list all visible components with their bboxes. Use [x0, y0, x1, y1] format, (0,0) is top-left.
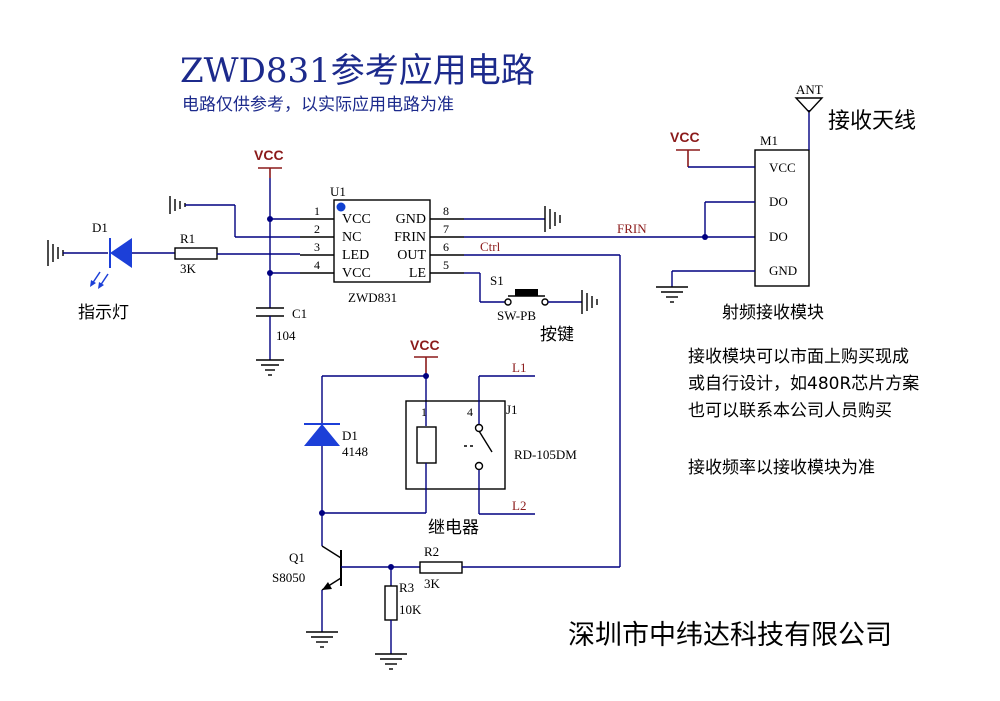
- transistor-q1: Q1 S8050: [272, 545, 420, 648]
- note-line-4: 接收频率以接收模块为准: [688, 458, 875, 478]
- pin-name-4: VCC: [342, 266, 371, 281]
- module-vcc-label: VCC: [670, 129, 700, 145]
- r1-value: 3K: [180, 261, 197, 276]
- pin-num-4: 4: [314, 258, 320, 272]
- c1-value: 104: [276, 328, 296, 343]
- frin-net-label: FRIN: [617, 221, 647, 236]
- pin-num-6: 6: [443, 240, 449, 254]
- module-pin-do2: DO: [769, 229, 788, 244]
- relay-l2: L2: [512, 498, 526, 513]
- pin-name-2: NC: [342, 230, 361, 245]
- relay-pin-4: 4: [467, 405, 473, 419]
- r3-value: 10K: [399, 602, 422, 617]
- relay-vcc: VCC: [322, 337, 440, 426]
- c1-ref: C1: [292, 306, 307, 321]
- q1-ref: Q1: [289, 550, 305, 565]
- r2-value: 3K: [424, 576, 441, 591]
- pin-name-5: LE: [409, 266, 426, 281]
- ctrl-net-label: Ctrl: [480, 239, 501, 254]
- pin-name-6: OUT: [397, 248, 426, 263]
- led-label: 指示灯: [78, 303, 129, 323]
- led-d1: D1 指示灯: [47, 220, 175, 323]
- relay-vcc-label: VCC: [410, 337, 440, 353]
- relay-l1: L1: [512, 360, 526, 375]
- relay-j1: 1 4 L1 L2 J1 RD-105DM 继电器: [322, 360, 577, 538]
- pin-num-2: 2: [314, 222, 320, 236]
- relay-model: RD-105DM: [514, 447, 577, 462]
- pin-num-3: 3: [314, 240, 320, 254]
- module-pin-vcc: VCC: [769, 160, 796, 175]
- pin-num-8: 8: [443, 204, 449, 218]
- module-pin-do1: DO: [769, 194, 788, 209]
- r2-ref: R2: [424, 544, 439, 559]
- note-line-3: 也可以联系本公司人员购买: [688, 401, 892, 421]
- resistor-r3: R3 10K: [375, 567, 422, 670]
- pin-num-7: 7: [443, 222, 449, 236]
- company-name: 深圳市中纬达科技有限公司: [568, 620, 892, 651]
- diode-4148: D1 4148: [304, 376, 368, 546]
- resistor-r1: R1 3K: [174, 231, 300, 276]
- rf-module-m1: M1 VCC DO DO GND 射频接收模块 VCC ANT 接收天线: [656, 82, 916, 323]
- module-pin-gnd: GND: [769, 263, 797, 278]
- pin-name-1: VCC: [342, 212, 371, 227]
- ground-pin8: [464, 206, 561, 232]
- switch-ref: S1: [490, 273, 504, 288]
- antenna-label: 接收天线: [828, 109, 916, 134]
- chip-ref: U1: [330, 184, 346, 199]
- pin-name-7: FRIN: [394, 230, 426, 245]
- pin-name-3: LED: [342, 248, 369, 263]
- antenna-ref: ANT: [796, 82, 823, 97]
- q1-value: S8050: [272, 570, 305, 585]
- chip-body: [333, 199, 431, 283]
- pin-name-8: GND: [396, 212, 426, 227]
- relay-pin-1: 1: [421, 405, 427, 419]
- ground-left-top: [169, 196, 300, 238]
- relay-ref: J1: [506, 402, 518, 417]
- led-ref: D1: [92, 220, 108, 235]
- vcc-top-left: VCC: [254, 147, 284, 178]
- pin1-marker: [336, 202, 346, 212]
- switch-type: SW-PB: [497, 308, 536, 323]
- capacitor-c1: C1 104: [256, 306, 307, 376]
- note-line-2: 或自行设计，如480R芯片方案: [688, 374, 919, 394]
- module-ref: M1: [760, 133, 778, 148]
- relay-label: 继电器: [428, 518, 479, 538]
- chip-name: ZWD831: [348, 290, 397, 305]
- page-subtitle: 电路仅供参考，以实际应用电路为准: [182, 95, 454, 115]
- switch-s1: S1 SW-PB 按键: [464, 272, 598, 345]
- module-label: 射频接收模块: [722, 303, 824, 323]
- r1-ref: R1: [180, 231, 195, 246]
- chip-u1: U1 ZWD831 1 2 3 4 VCC NC LED VCC 8 7 6 5…: [300, 184, 464, 305]
- note-line-1: 接收模块可以市面上购买现成: [688, 347, 909, 367]
- r3-ref: R3: [399, 580, 414, 595]
- vcc-label: VCC: [254, 147, 284, 163]
- diode-value: 4148: [342, 444, 368, 459]
- pin-num-5: 5: [443, 258, 449, 272]
- switch-label: 按键: [540, 325, 574, 345]
- resistor-r2: R2 3K: [388, 544, 620, 591]
- pin-num-1: 1: [314, 204, 320, 218]
- page-title: ZWD831参考应用电路: [180, 51, 535, 91]
- diode-ref: D1: [342, 428, 358, 443]
